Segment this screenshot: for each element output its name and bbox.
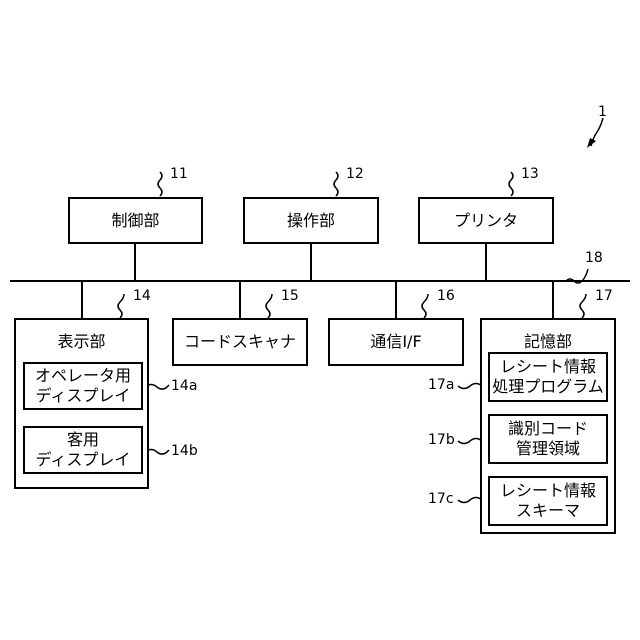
code-management-area-label: 識別コード 管理領域 xyxy=(508,419,588,459)
operator-display-box: オペレータ用 ディスプレイ xyxy=(23,362,143,410)
ref-14b: 14b xyxy=(171,443,198,459)
ref-14: 14 xyxy=(133,288,151,304)
leader-16 xyxy=(422,294,428,318)
operation-unit-label: 操作部 xyxy=(287,211,335,231)
printer-label: プリンタ xyxy=(454,211,518,231)
operator-display-label: オペレータ用 ディスプレイ xyxy=(35,366,131,406)
printer-box: プリンタ xyxy=(418,197,554,244)
ref-12: 12 xyxy=(346,166,364,182)
ref-16: 16 xyxy=(437,288,455,304)
display-unit-label: 表示部 xyxy=(16,328,147,352)
ref-13: 13 xyxy=(521,166,539,182)
leader-15 xyxy=(266,294,272,318)
comm-interface-label: 通信I/F xyxy=(370,332,421,352)
ref-17b: 17b xyxy=(428,432,455,448)
operation-unit-box: 操作部 xyxy=(243,197,379,244)
ref-17a: 17a xyxy=(428,377,454,393)
leader-17c xyxy=(458,498,482,503)
ref-17: 17 xyxy=(595,288,613,304)
receipt-program-label: レシート情報 処理プログラム xyxy=(492,357,604,397)
ref-14a: 14a xyxy=(171,378,197,394)
receipt-schema-label: レシート情報 スキーマ xyxy=(500,481,596,521)
ref-15: 15 xyxy=(281,288,299,304)
customer-display-label: 客用 ディスプレイ xyxy=(36,430,131,470)
leader-14 xyxy=(118,294,124,318)
leader-17b xyxy=(458,439,482,444)
comm-interface-box: 通信I/F xyxy=(328,318,464,366)
system-ref-arrowhead xyxy=(587,138,596,148)
code-management-area-box: 識別コード 管理領域 xyxy=(488,414,608,464)
ref-17c: 17c xyxy=(428,491,454,507)
leader-11 xyxy=(158,172,162,196)
receipt-program-box: レシート情報 処理プログラム xyxy=(488,352,608,402)
code-scanner-label: コードスキャナ xyxy=(184,332,296,352)
code-scanner-box: コードスキャナ xyxy=(172,318,308,366)
ref-18: 18 xyxy=(585,250,603,266)
control-unit-box: 制御部 xyxy=(68,197,203,244)
leader-12 xyxy=(334,172,338,196)
customer-display-box: 客用 ディスプレイ xyxy=(23,426,143,474)
storage-unit-label: 記憶部 xyxy=(482,328,614,352)
leader-17a xyxy=(458,384,482,389)
ref-11: 11 xyxy=(170,166,188,182)
system-ref-number: 1 xyxy=(598,104,607,120)
control-unit-label: 制御部 xyxy=(111,211,159,231)
leader-13 xyxy=(509,172,513,196)
receipt-schema-box: レシート情報 スキーマ xyxy=(488,476,608,526)
leader-17 xyxy=(580,294,586,318)
